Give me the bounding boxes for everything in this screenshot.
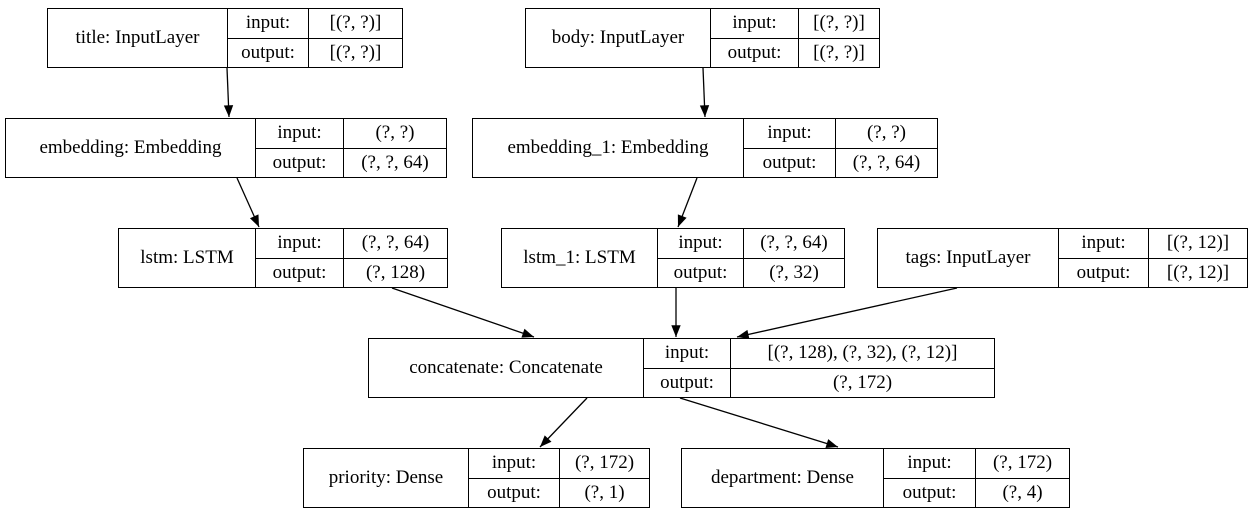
io-table: input: [(?, 128), (?, 32), (?, 12)] outp… [644, 339, 994, 397]
input-label: input: [644, 339, 731, 368]
input-shape: [(?, ?)] [813, 12, 865, 34]
output-label: output: [469, 478, 560, 507]
output-label: output: [658, 258, 744, 287]
edge-title-embedding [223, 67, 234, 118]
layer-label: embedding: Embedding [6, 119, 256, 177]
input-label: input: [256, 119, 344, 148]
io-table: input: (?, 172) output: (?, 1) [469, 449, 649, 507]
output-label: output: [644, 368, 731, 397]
output-label: output: [256, 148, 344, 177]
output-shape: (?, ?, 64) [852, 151, 921, 173]
output-shape: (?, 4) [1002, 481, 1043, 503]
node-priority: priority: Dense input: (?, 172) output: … [303, 448, 650, 508]
node-title: title: InputLayer input: [(?, ?)] output… [47, 8, 403, 68]
input-label: input: [884, 449, 976, 478]
input-shape: (?, 172) [992, 452, 1053, 474]
layer-label: lstm: LSTM [119, 229, 256, 287]
edge-embedding-lstm [236, 177, 260, 228]
input-shape: [(?, ?)] [329, 12, 382, 34]
layer-label: concatenate: Concatenate [369, 339, 644, 397]
input-shape: (?, ?) [375, 122, 415, 144]
layer-label: tags: InputLayer [878, 229, 1059, 287]
node-embedding: embedding: Embedding input: (?, ?) outpu… [5, 118, 447, 178]
layer-label: embedding_1: Embedding [473, 119, 744, 177]
node-lstm: lstm: LSTM input: (?, ?, 64) output: (?,… [118, 228, 448, 288]
output-label: output: [1059, 258, 1149, 287]
input-shape: (?, ?, 64) [361, 232, 430, 254]
input-label: input: [228, 9, 309, 38]
input-label: input: [256, 229, 344, 258]
input-shape: [(?, 128), (?, 32), (?, 12)] [767, 342, 958, 364]
edge-concatenate-priority [539, 397, 588, 448]
input-label: input: [658, 229, 744, 258]
node-body: body: InputLayer input: [(?, ?)] output:… [525, 8, 880, 68]
io-table: input: [(?, 12)] output: [(?, 12)] [1059, 229, 1247, 287]
output-shape: [(?, ?)] [329, 41, 382, 63]
output-label: output: [711, 38, 799, 67]
input-shape: (?, ?, 64) [760, 232, 828, 254]
layer-label: priority: Dense [304, 449, 469, 507]
input-shape: (?, ?) [866, 122, 907, 144]
output-shape: (?, ?, 64) [361, 151, 429, 173]
edge-lstm-concatenate [391, 287, 535, 338]
io-table: input: [(?, ?)] output: [(?, ?)] [228, 9, 402, 67]
edge-embedding_1-lstm_1 [677, 177, 698, 228]
layer-label: lstm_1: LSTM [502, 229, 658, 287]
input-label: input: [469, 449, 560, 478]
node-lstm_1: lstm_1: LSTM input: (?, ?, 64) output: (… [501, 228, 845, 288]
io-table: input: [(?, ?)] output: [(?, ?)] [711, 9, 879, 67]
node-department: department: Dense input: (?, 172) output… [681, 448, 1070, 508]
io-table: input: (?, ?, 64) output: (?, 32) [658, 229, 844, 287]
input-label: input: [744, 119, 836, 148]
io-table: input: (?, ?) output: (?, ?, 64) [256, 119, 446, 177]
output-shape: [(?, 12)] [1166, 261, 1230, 283]
output-shape: (?, 128) [365, 261, 426, 283]
output-shape: (?, 172) [832, 371, 893, 393]
layer-label: department: Dense [682, 449, 884, 507]
output-label: output: [884, 478, 976, 507]
node-tags: tags: InputLayer input: [(?, 12)] output… [877, 228, 1248, 288]
io-table: input: (?, ?) output: (?, ?, 64) [744, 119, 937, 177]
layer-label: title: InputLayer [48, 9, 228, 67]
output-label: output: [256, 258, 344, 287]
io-table: input: (?, ?, 64) output: (?, 128) [256, 229, 447, 287]
edge-body-embedding_1 [699, 67, 710, 118]
output-label: output: [228, 38, 309, 67]
layer-label: body: InputLayer [526, 9, 711, 67]
output-shape: (?, 1) [584, 481, 625, 503]
output-shape: [(?, ?)] [813, 41, 865, 63]
node-concatenate: concatenate: Concatenate input: [(?, 128… [368, 338, 995, 398]
edge-concatenate-department [679, 397, 839, 449]
node-embedding_1: embedding_1: Embedding input: (?, ?) out… [472, 118, 938, 178]
output-shape: (?, 32) [769, 261, 819, 283]
io-table: input: (?, 172) output: (?, 4) [884, 449, 1069, 507]
edge-tags-concatenate [736, 287, 958, 340]
input-label: input: [1059, 229, 1149, 258]
output-label: output: [744, 148, 836, 177]
input-label: input: [711, 9, 799, 38]
input-shape: (?, 172) [574, 452, 635, 474]
input-shape: [(?, 12)] [1166, 232, 1230, 254]
